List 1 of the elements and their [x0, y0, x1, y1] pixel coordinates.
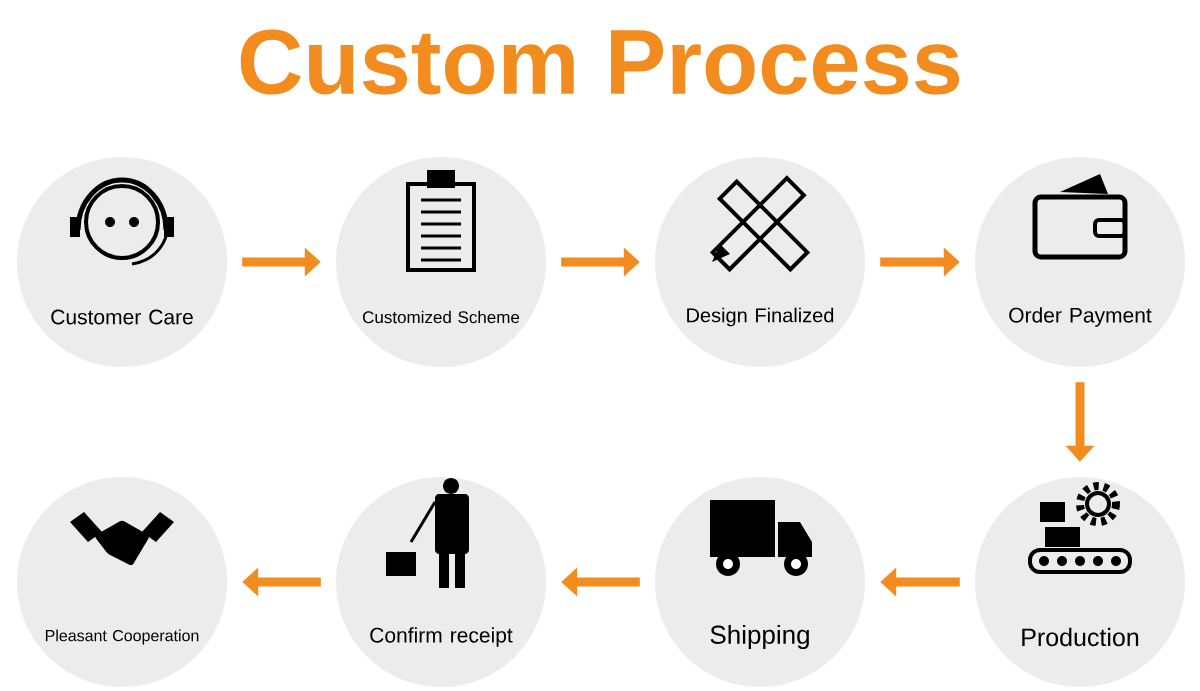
title: Custom Process: [240, 29, 960, 95]
